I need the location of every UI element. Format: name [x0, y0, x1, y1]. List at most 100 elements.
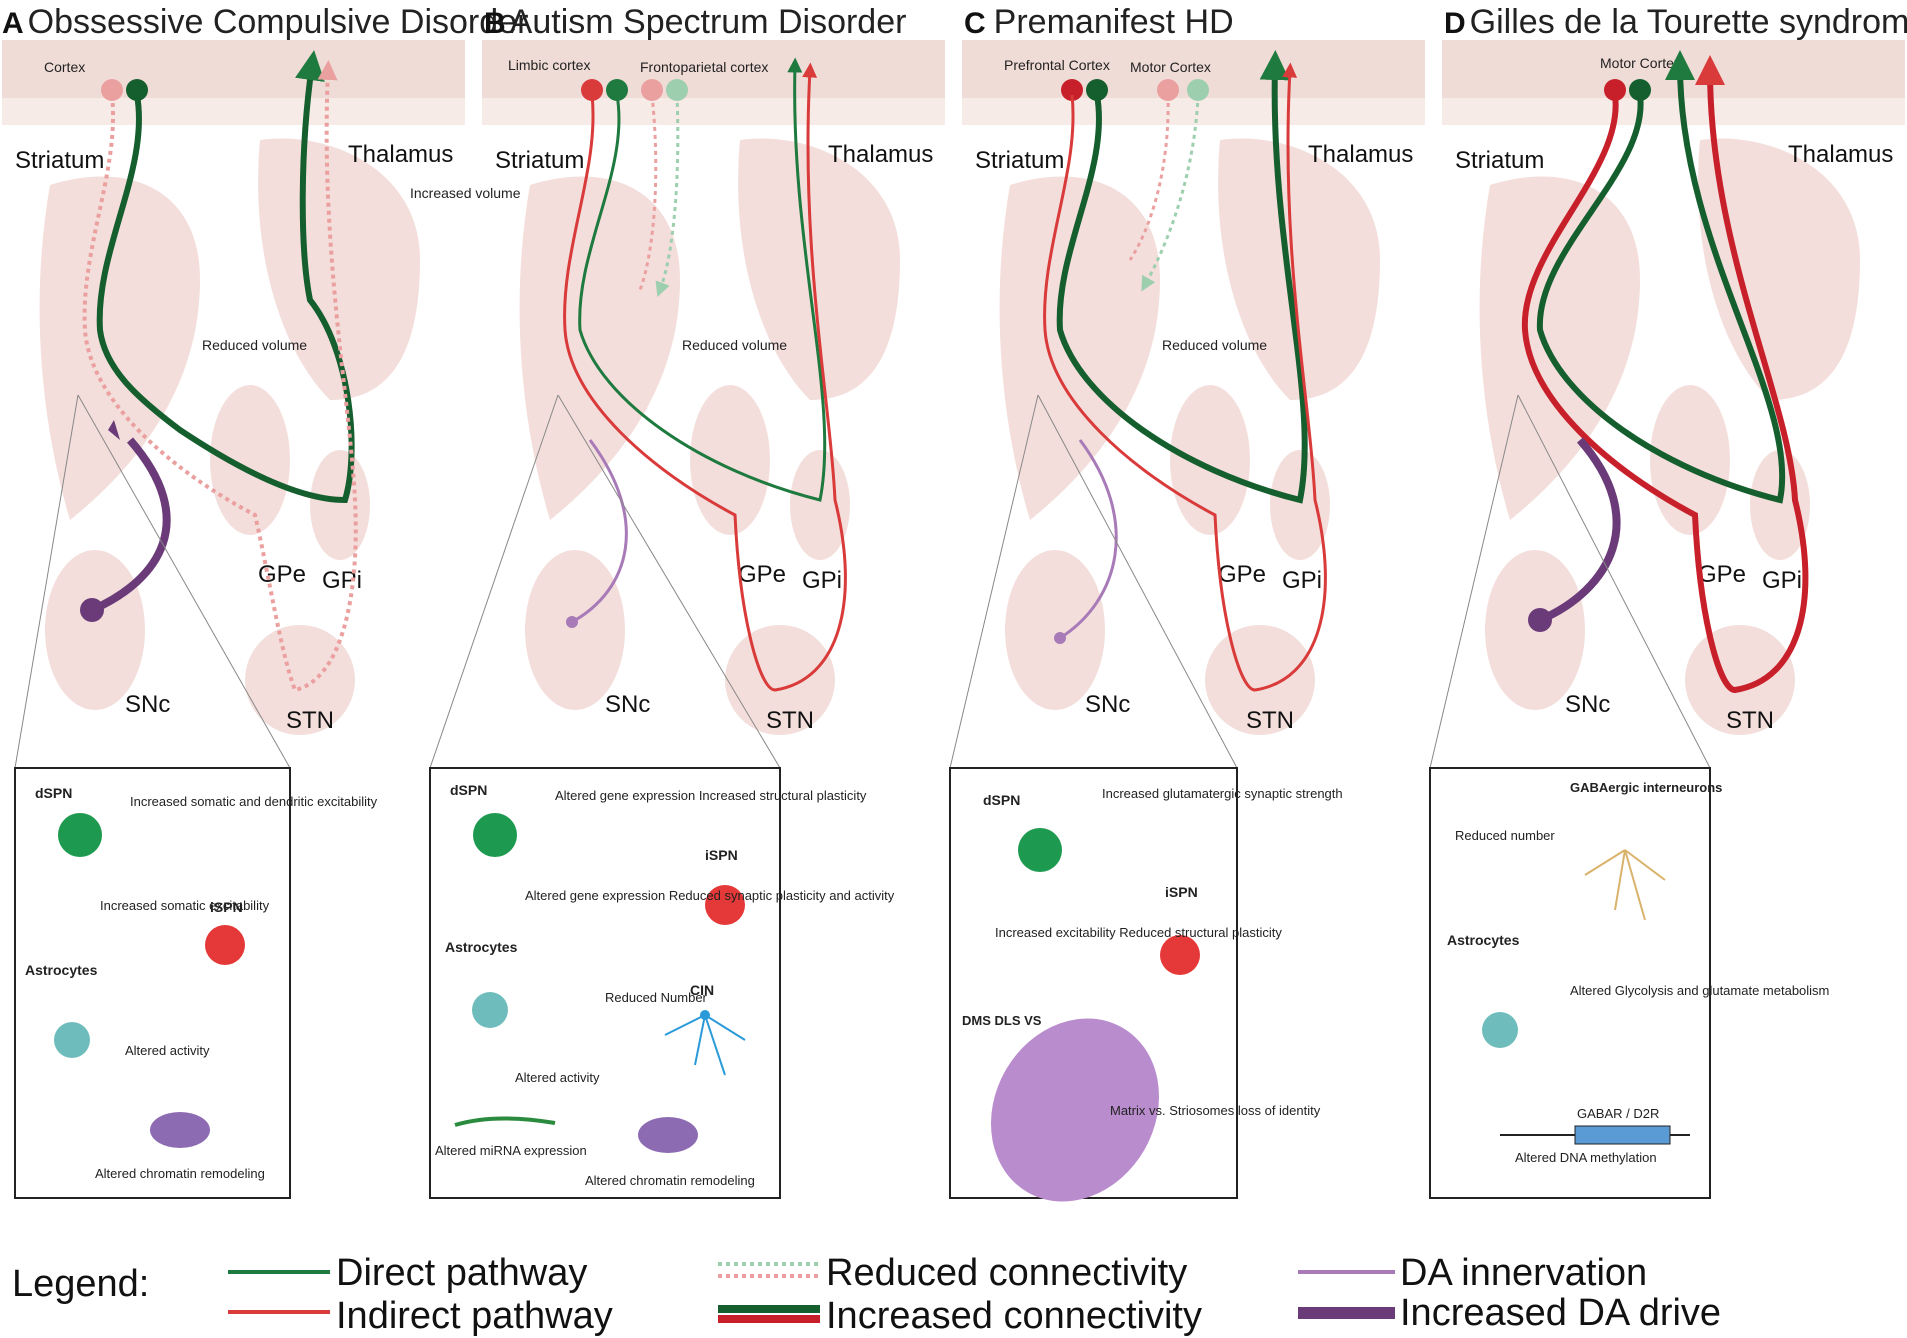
striatum-label: Striatum: [495, 147, 584, 174]
gpe-label: GPe: [738, 561, 786, 588]
indirect-pathway-line: [1521, 55, 1809, 694]
astrocytes-text: Altered Glycolysis and glutamate metabol…: [1570, 983, 1829, 998]
legend-increased: Increased connectivity: [826, 1295, 1202, 1337]
legend-direct: Direct pathway: [336, 1252, 587, 1294]
frontoparietal-cortex-label: Frontoparietal cortex: [640, 59, 768, 75]
indirect-pathway-line: [563, 62, 847, 692]
gpi-shape: [310, 450, 370, 560]
prefrontal-cortex-label: Prefrontal Cortex: [1004, 57, 1110, 73]
striatum-label: Striatum: [15, 147, 104, 174]
astrocyte-icon: [54, 1022, 90, 1058]
cortex-indirect-neuron: [101, 79, 123, 101]
legend-title: Legend:: [12, 1263, 149, 1305]
dspn-text: Altered gene expression Increased struct…: [555, 788, 867, 803]
astrocytes-text: Altered activity: [125, 1043, 210, 1058]
dspn-name: dSPN: [450, 782, 487, 798]
astrocytes-name: Astrocytes: [1447, 932, 1520, 948]
motor-cortex-label: Motor Cortex: [1130, 59, 1211, 75]
chromatin-icon: [150, 1112, 210, 1148]
snc-shape: [45, 550, 145, 710]
gpe-label: GPe: [1698, 561, 1746, 588]
cortex-label: Cortex: [44, 59, 85, 75]
interneuron-icon: [1584, 849, 1666, 921]
legend-indirect: Indirect pathway: [336, 1295, 613, 1337]
ispn-name: iSPN: [210, 899, 243, 915]
ispn-text: Increased excitability Reduced structura…: [995, 925, 1282, 940]
methylation-text: Altered DNA methylation: [1515, 1150, 1657, 1165]
matrix-text: Matrix vs. Striosomes loss of identity: [1110, 1103, 1321, 1118]
da-innervation-line: [571, 439, 628, 624]
gpe-label: GPe: [1218, 561, 1266, 588]
stn-label: STN: [1246, 707, 1294, 734]
direct-pathway-line: [96, 50, 355, 504]
legend-da-drive-swatch: [1298, 1307, 1395, 1319]
gene-box: [1574, 1125, 1671, 1145]
gpe-shape: [210, 385, 290, 535]
indirect-pathway-reduced-line: [82, 60, 358, 693]
ispn-text: Increased somatic excitability: [100, 898, 270, 913]
reduced-volume-note: Reduced volume: [1162, 337, 1267, 353]
dspn-text: Increased somatic and dendritic excitabi…: [130, 794, 378, 809]
ispn-name: iSPN: [1165, 884, 1198, 900]
interneurons-name: GABAergic interneurons: [1570, 780, 1722, 795]
legend-da: DA innervation: [1400, 1252, 1647, 1294]
legend: Legend: Direct pathway Indirect pathway …: [12, 1252, 1721, 1337]
astrocytes-name: Astrocytes: [25, 962, 98, 978]
striatum-label: Striatum: [975, 147, 1064, 174]
indirect-pathway-line: [1043, 62, 1327, 692]
dspn-icon: [58, 813, 102, 857]
mirna-text: Altered miRNA expression: [435, 1143, 587, 1158]
striatal-section-icon: [990, 1018, 1160, 1202]
cin-text: Reduced Number: [605, 990, 708, 1005]
direct-pathway-line: [578, 57, 827, 502]
astrocytes-text: Altered activity: [515, 1070, 600, 1085]
thalamus-label: Thalamus: [348, 141, 453, 168]
dspn-text: Increased glutamatergic synaptic strengt…: [1102, 786, 1343, 801]
gpi-label: GPi: [802, 567, 842, 594]
ispn-text: Altered gene expression Reduced synaptic…: [525, 888, 895, 903]
gpi-label: GPi: [1282, 567, 1322, 594]
legend-da-drive: Increased DA drive: [1400, 1292, 1721, 1334]
da-drive-line: [1538, 437, 1621, 624]
gpi-label: GPi: [1762, 567, 1802, 594]
thalamus-label: Thalamus: [1788, 141, 1893, 168]
increased-volume-note: Increased volume: [410, 185, 521, 201]
gene-label: GABAR / D2R: [1577, 1106, 1659, 1121]
stn-label: STN: [766, 707, 814, 734]
chromatin-text: Altered chromatin remodeling: [585, 1173, 755, 1188]
ispn-icon: [205, 925, 245, 965]
snc-label: SNc: [1085, 691, 1130, 718]
dspn-name: dSPN: [983, 792, 1020, 808]
thalamus-shape: [258, 138, 420, 400]
striatal-subregions: DMS DLS VS: [962, 1013, 1042, 1028]
legend-reduced: Reduced connectivity: [826, 1252, 1187, 1294]
snc-label: SNc: [1565, 691, 1610, 718]
striatum-shape: [39, 176, 200, 520]
reduced-number-text: Reduced number: [1455, 828, 1555, 843]
da-innervation-line: [1059, 439, 1118, 640]
direct-pathway-line: [1536, 50, 1786, 504]
stn-label: STN: [1726, 707, 1774, 734]
reduced-volume-note: Reduced volume: [202, 337, 307, 353]
astrocytes-name: Astrocytes: [445, 939, 518, 955]
thalamus-label: Thalamus: [828, 141, 933, 168]
reduced-volume-note: Reduced volume: [682, 337, 787, 353]
stn-shape: [245, 625, 355, 735]
direct-pathway-line: [1056, 50, 1308, 504]
chromatin-text: Altered chromatin remodeling: [95, 1166, 265, 1181]
thalamus-label: Thalamus: [1308, 141, 1413, 168]
dspn-name: dSPN: [35, 785, 72, 801]
ispn-name: iSPN: [705, 847, 738, 863]
legend-increased-swatch: [718, 1315, 820, 1323]
limbic-cortex-label: Limbic cortex: [508, 57, 590, 73]
cin-name: CIN: [690, 982, 714, 998]
